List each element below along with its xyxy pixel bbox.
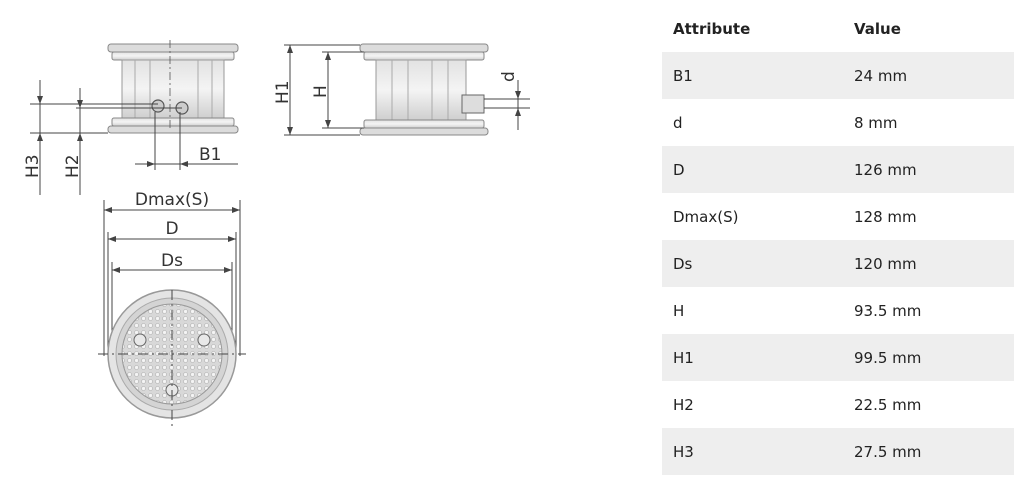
label-ds: Ds xyxy=(161,251,183,271)
value-cell: 120 mm xyxy=(843,240,1014,287)
side-view xyxy=(284,43,530,136)
top-view xyxy=(98,200,246,430)
attribute-cell: H2 xyxy=(673,395,694,414)
table-row: H 93.5 mm xyxy=(662,287,1014,334)
value-cell: 24 mm xyxy=(843,52,1014,99)
table-row: d 8 mm xyxy=(662,99,1014,146)
front-view xyxy=(30,40,239,195)
label-h3: H3 xyxy=(23,154,43,178)
attribute-cell: Dmax(S) xyxy=(673,207,739,226)
label-dmax: Dmax(S) xyxy=(135,190,209,210)
technical-drawing: H3 H2 B1 H1 H d xyxy=(23,40,530,430)
label-b1: B1 xyxy=(199,145,221,165)
label-h: H xyxy=(311,85,331,98)
label-d-small: d xyxy=(499,71,519,82)
header-attribute: Attribute xyxy=(673,20,751,38)
attribute-cell: D xyxy=(662,146,843,193)
header-value: Value xyxy=(854,20,901,38)
table-header-row: Attribute Value xyxy=(662,6,1014,52)
value-cell: 22.5 mm xyxy=(854,395,922,414)
table-row: H2 22.5 mm xyxy=(662,381,1014,428)
value-cell: 27.5 mm xyxy=(843,428,1014,475)
attribute-cell: H3 xyxy=(662,428,843,475)
label-h1: H1 xyxy=(273,80,293,104)
attribute-cell: H1 xyxy=(662,334,843,381)
attribute-cell: Ds xyxy=(662,240,843,287)
label-h2: H2 xyxy=(63,154,83,178)
value-cell: 93.5 mm xyxy=(854,301,922,320)
value-cell: 128 mm xyxy=(854,207,917,226)
value-cell: 126 mm xyxy=(843,146,1014,193)
attribute-cell: B1 xyxy=(662,52,843,99)
value-cell: 99.5 mm xyxy=(843,334,1014,381)
label-d-big: D xyxy=(165,219,178,239)
table-row: Dmax(S) 128 mm xyxy=(662,193,1014,240)
attribute-cell: H xyxy=(673,301,685,320)
attribute-cell: d xyxy=(673,113,683,132)
value-cell: 8 mm xyxy=(854,113,898,132)
